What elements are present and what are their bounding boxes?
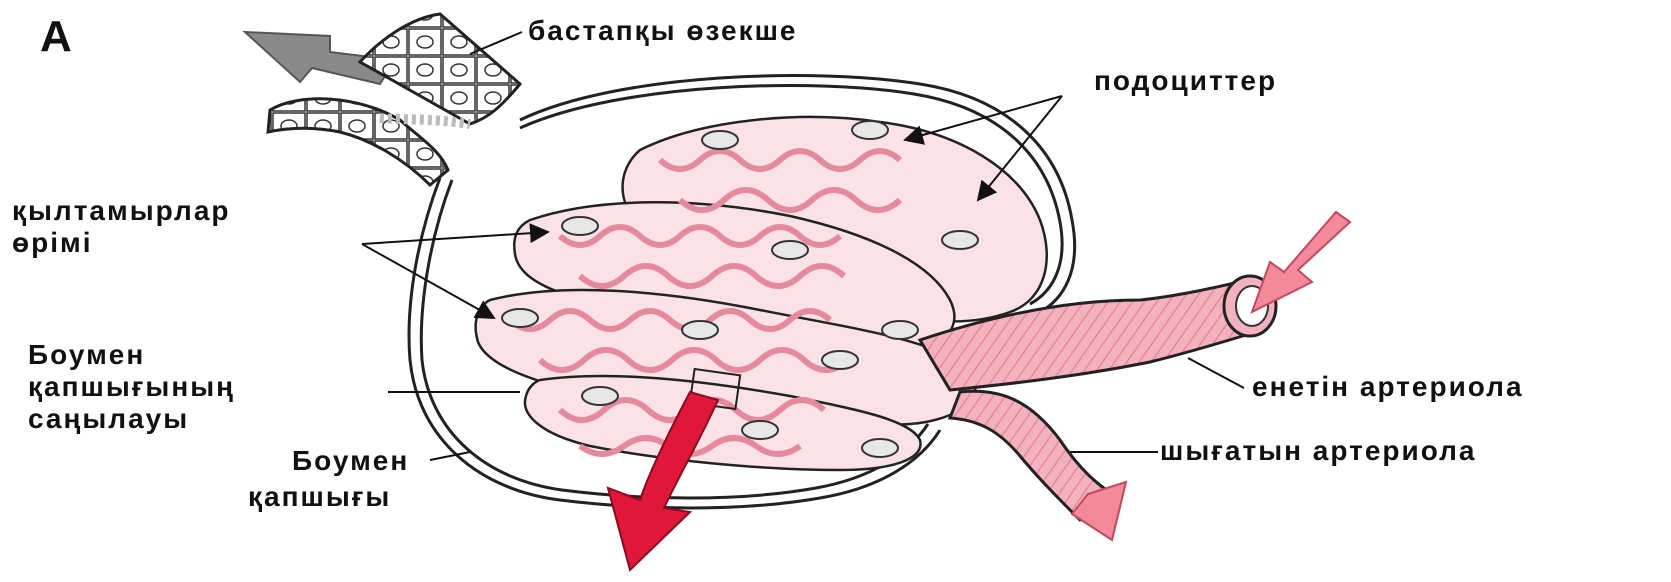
label-bowman-capsule-line2: қапшығы	[248, 482, 391, 512]
efferent-arteriole	[950, 391, 1126, 540]
panel-letter: А	[40, 14, 72, 60]
label-bowman-space-line1: Боумен	[28, 340, 145, 370]
label-capillary-network-line2: өрімі	[12, 228, 92, 258]
label-capillary-network-line1: қылтамырлар	[12, 196, 231, 226]
label-bowman-space-line2: қапшығының	[28, 372, 235, 402]
label-podocytes: подоциттер	[1094, 66, 1277, 96]
label-proximal-tubule: бастапқы өзекше	[528, 16, 798, 46]
label-afferent-arteriole: енетін артериола	[1252, 372, 1524, 402]
label-efferent-arteriole: шығатын артериола	[1160, 436, 1476, 466]
label-bowman-space-line3: саңылауы	[28, 404, 189, 434]
label-bowman-capsule-line1: Боумен	[292, 446, 409, 476]
